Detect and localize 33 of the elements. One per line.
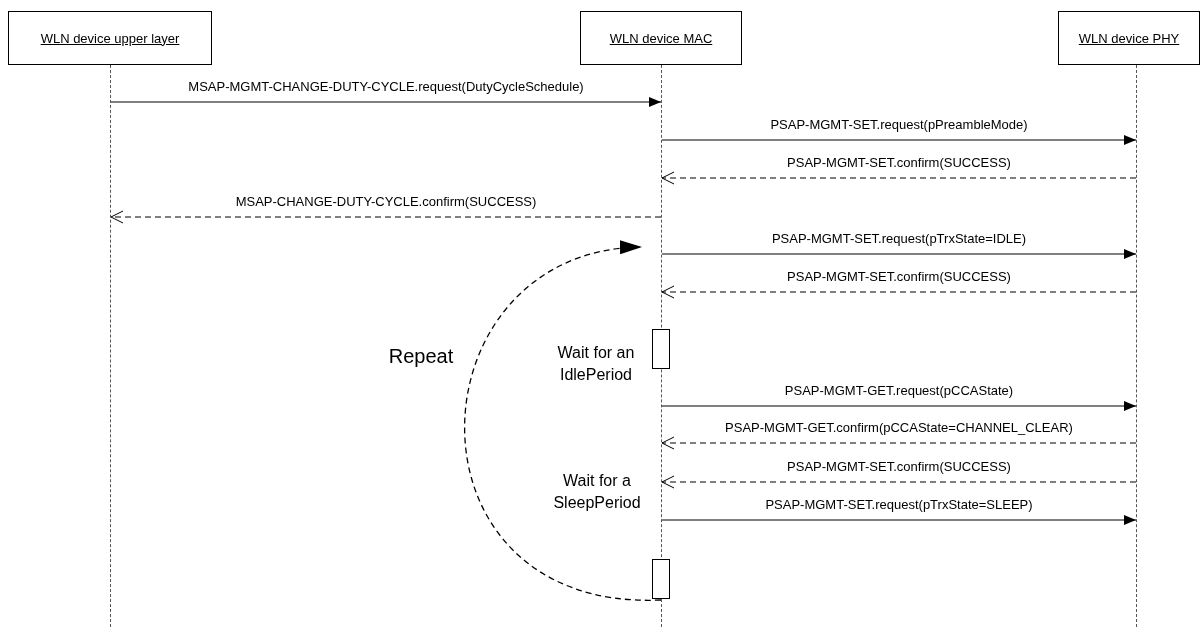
message-arrow xyxy=(110,97,662,107)
edge-label: PSAP-MGMT-GET.confirm(pCCAState=CHANNEL_CLEAR) xyxy=(723,420,1075,435)
reply-arrow xyxy=(661,475,1137,489)
note-text: Wait for an IdlePeriod xyxy=(556,343,636,385)
lifeline xyxy=(110,65,111,627)
reply-arrow xyxy=(661,436,1137,450)
edge-label: PSAP-MGMT-SET.confirm(SUCCESS) xyxy=(785,155,1013,170)
lifeline xyxy=(1136,65,1137,627)
edge-label: PSAP-MGMT-SET.request(pTrxState=SLEEP) xyxy=(763,497,1035,512)
edge-label: MSAP-CHANGE-DUTY-CYCLE.confirm(SUCCESS) xyxy=(233,194,539,209)
reply-arrow xyxy=(110,210,662,224)
activation-box xyxy=(652,329,670,369)
edge-label: PSAP-MGMT-SET.confirm(SUCCESS) xyxy=(785,269,1013,284)
participant-box xyxy=(580,11,742,65)
note-text: Wait for a SleepPeriod xyxy=(552,471,642,513)
edge-label: PSAP-MGMT-SET.request(pPreambleMode) xyxy=(768,117,1030,132)
activation-box xyxy=(652,559,670,599)
participant-name: WLN device upper layer xyxy=(40,30,180,46)
reply-arrow xyxy=(661,171,1137,185)
edge-label: PSAP-MGMT-GET.request(pCCAState) xyxy=(782,383,1016,398)
message-arrow xyxy=(661,135,1137,145)
reply-arrow xyxy=(661,285,1137,299)
loop-arrow xyxy=(464,243,662,601)
message-arrow xyxy=(661,515,1137,525)
edge-label: PSAP-MGMT-SET.confirm(SUCCESS) xyxy=(785,459,1013,474)
message-arrow xyxy=(661,401,1137,411)
participant-name: WLN device PHY xyxy=(1078,30,1180,46)
participant-name: WLN device MAC xyxy=(609,30,713,46)
message-arrow xyxy=(661,249,1137,259)
participant-box xyxy=(8,11,212,65)
participant-box xyxy=(1058,11,1200,65)
edge-label: MSAP-MGMT-CHANGE-DUTY-CYCLE.request(DutyCycleSchedule) xyxy=(186,79,586,94)
edge-label: Repeat xyxy=(387,345,455,367)
